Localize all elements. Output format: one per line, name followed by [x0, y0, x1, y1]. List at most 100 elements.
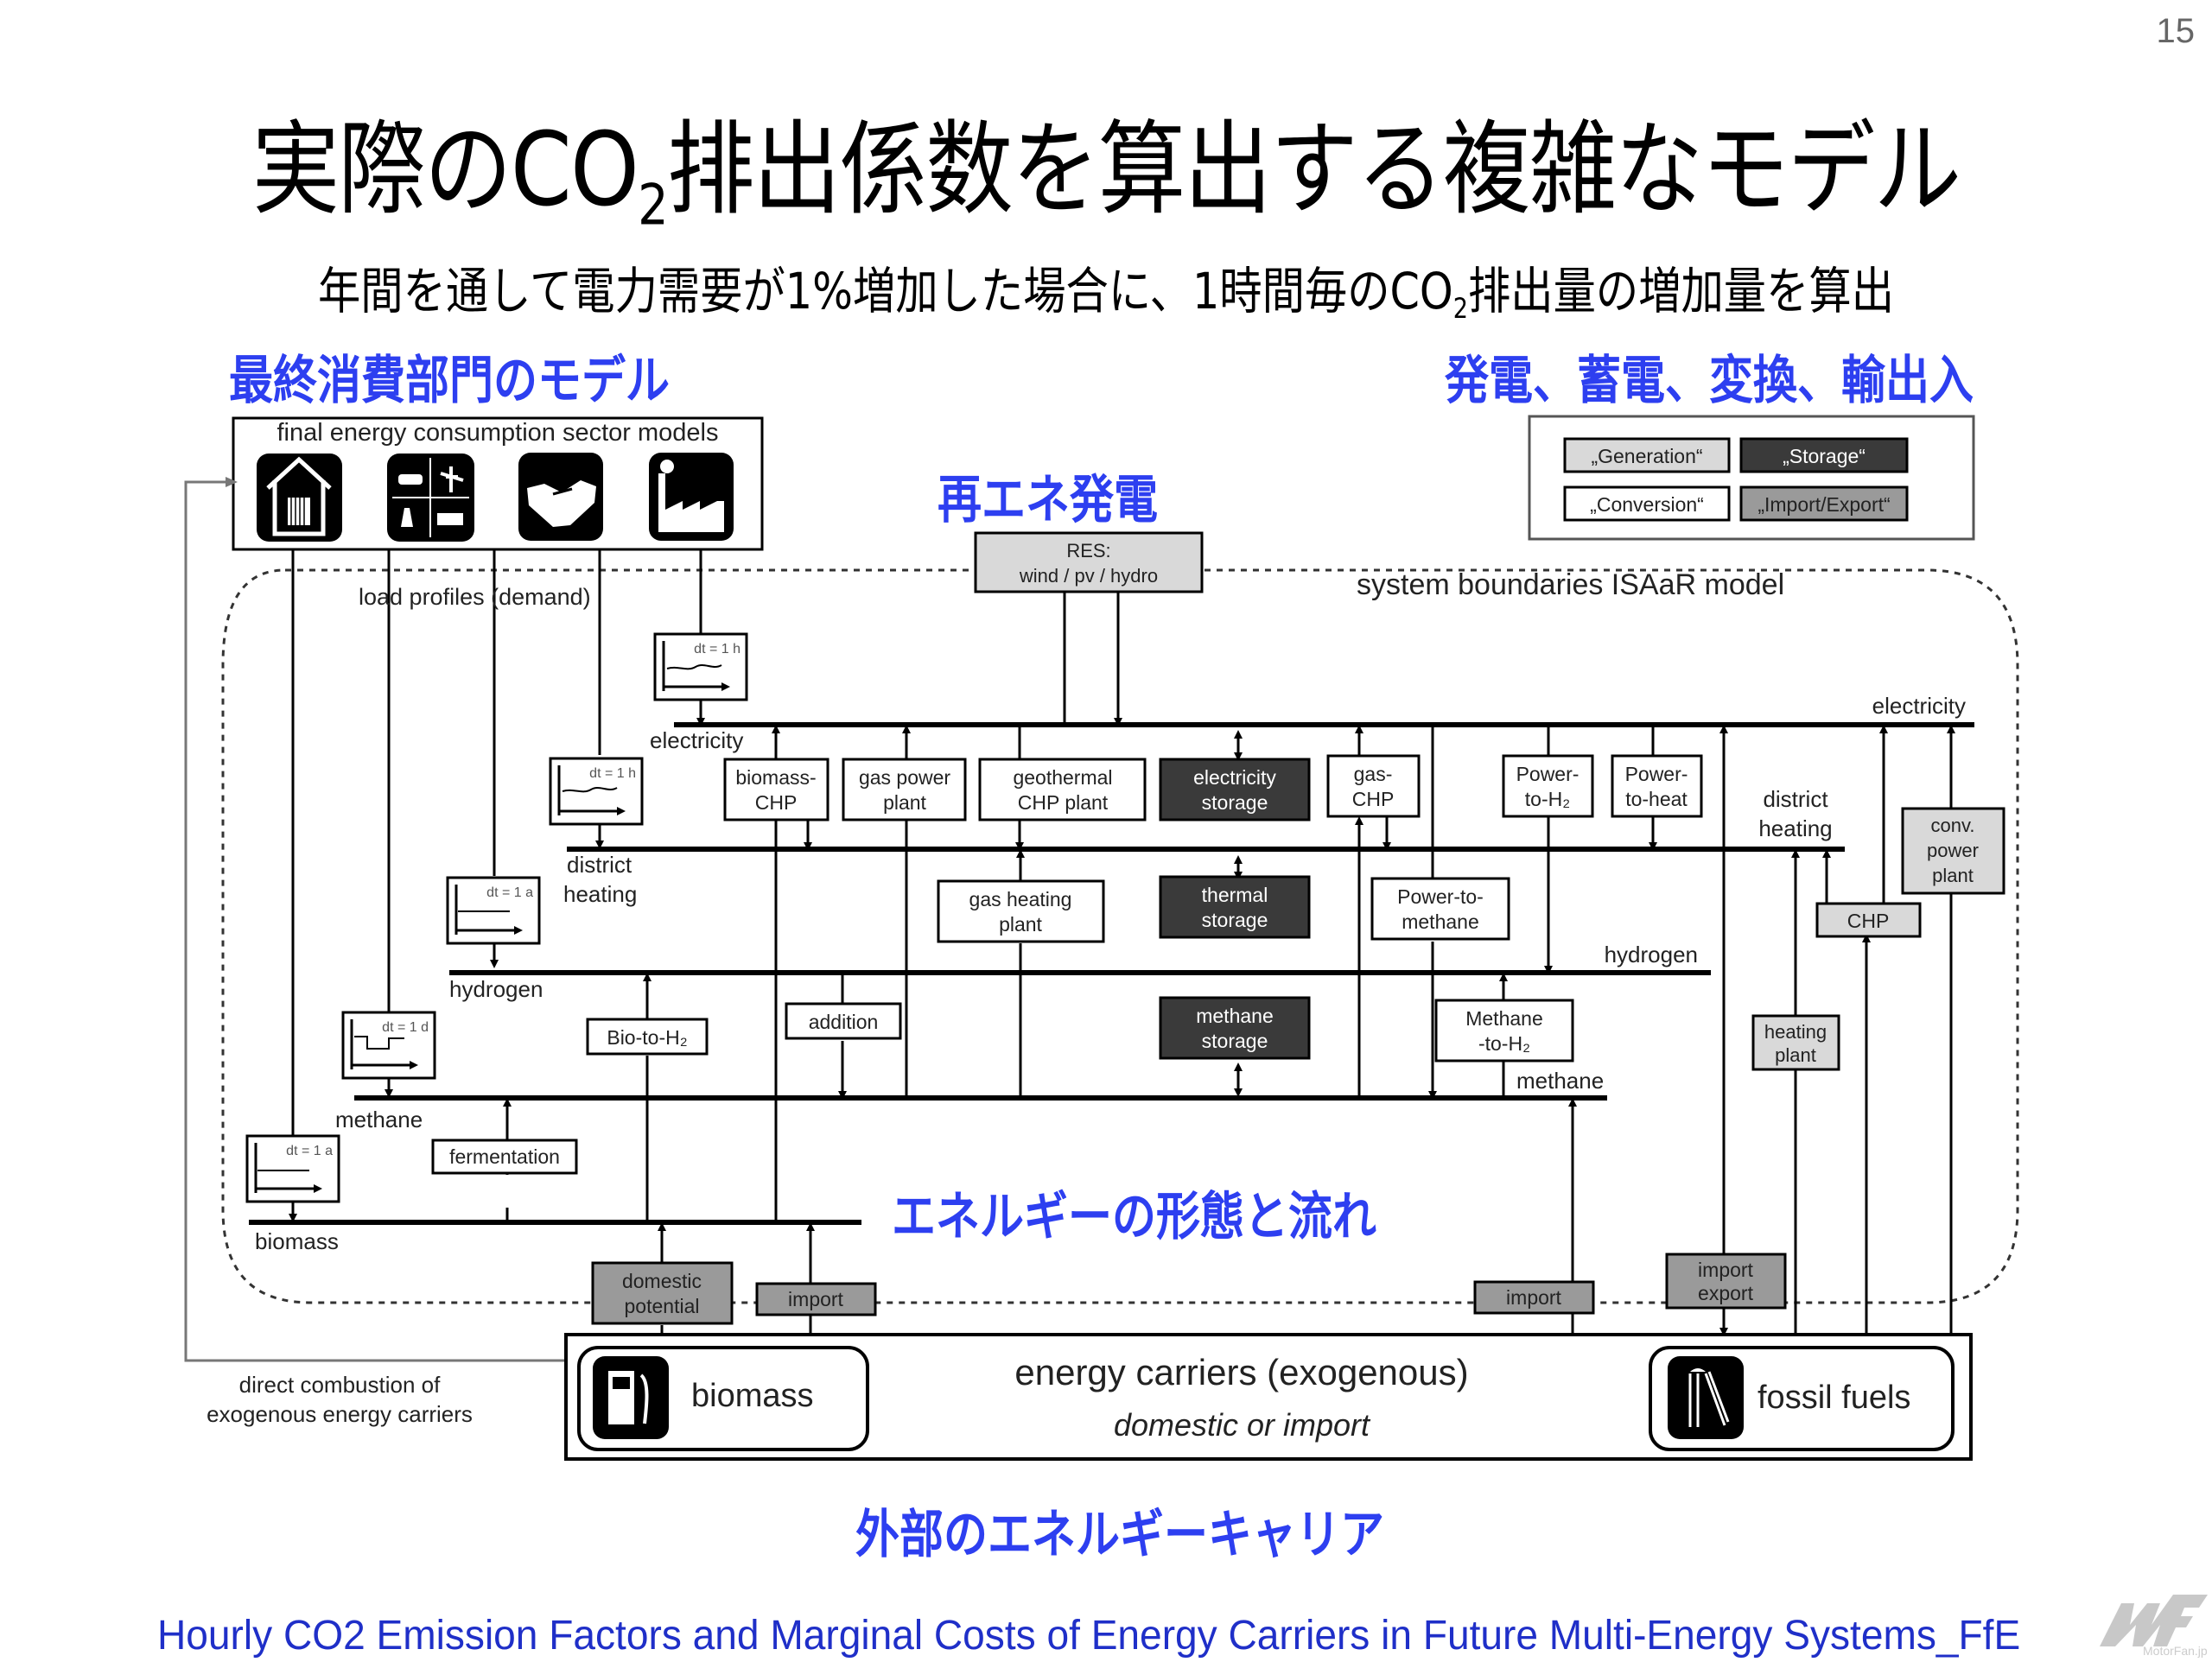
component-power-to-methane: Power-to- methane — [1370, 877, 1510, 941]
subtitle-part2: 排出量の増加量を算出 — [1467, 262, 1895, 320]
svg-text:addition: addition — [809, 1011, 879, 1033]
profile-electricity: dt = 1 h — [653, 632, 748, 726]
component-chp: CHP — [1815, 902, 1922, 938]
svg-text:geothermal: geothermal — [1013, 766, 1112, 789]
component-thermal-storage: thermal storage — [1159, 875, 1311, 939]
subtitle-subscript: 2 — [1452, 292, 1468, 326]
component-fermentation: fermentation — [431, 1139, 578, 1175]
bus-label-district-heating-right-2: heating — [1758, 815, 1832, 841]
svg-text:„Conversion“: „Conversion“ — [1590, 493, 1704, 516]
svg-text:gas heating: gas heating — [969, 888, 1072, 910]
svg-text:biomass: biomass — [691, 1378, 814, 1414]
svg-text:gas-: gas- — [1354, 763, 1393, 785]
svg-text:RES:: RES: — [1066, 540, 1110, 561]
component-addition: addition — [785, 1002, 902, 1040]
component-methane-to-h2: Methane -to-H₂ — [1434, 999, 1574, 1063]
system-boundary — [221, 568, 2019, 1304]
bus-label-electricity-right: electricity — [1872, 693, 1966, 719]
component-biomass-chp: biomass- CHP — [723, 758, 830, 821]
svg-text:plant: plant — [999, 913, 1042, 936]
svg-text:plant: plant — [1932, 865, 1974, 886]
component-power-to-heat: Power- to-heat — [1611, 754, 1703, 818]
svg-text:fermentation: fermentation — [449, 1145, 560, 1168]
annotation-energy-flow: エネルギーの形態と流れ — [892, 1187, 1376, 1247]
svg-text:electricity: electricity — [1193, 766, 1276, 789]
svg-text:import: import — [1506, 1286, 1562, 1309]
direct-combustion-label-1: direct combustion of — [239, 1372, 441, 1398]
component-geothermal-chp: geothermal CHP plant — [978, 758, 1147, 821]
fossil-carrier: fossil fuels — [1649, 1346, 1955, 1451]
svg-text:methane: methane — [1402, 910, 1479, 933]
component-bio-to-h2: Bio-to-H₂ — [586, 1018, 709, 1056]
svg-text:plant: plant — [1775, 1044, 1816, 1066]
svg-text:methane: methane — [1196, 1005, 1274, 1027]
slide-title: 実際のCO2排出係数を算出する複雑なモデル — [155, 86, 2057, 238]
sector-models-title: final energy consumption sector models — [277, 419, 719, 447]
svg-text:to-H₂: to-H₂ — [1525, 788, 1570, 810]
svg-text:„Storage“: „Storage“ — [1783, 445, 1866, 467]
legend-import-export — [1739, 485, 1909, 522]
component-gas-power-plant: gas power plant — [842, 758, 967, 821]
svg-text:gas power: gas power — [859, 766, 950, 789]
svg-text:„Import/Export“: „Import/Export“ — [1758, 493, 1890, 516]
component-methane-storage: methane storage — [1159, 996, 1311, 1060]
bus-label-district-heating-right-1: district — [1763, 786, 1828, 812]
component-domestic-potential: domestic potential — [591, 1261, 734, 1325]
svg-text:fossil fuels: fossil fuels — [1758, 1380, 1910, 1416]
component-heating-plant: heating plant — [1751, 1014, 1840, 1071]
profile-district-heating: dt = 1 h — [549, 757, 644, 849]
citation: Hourly CO2 Emission Factors and Marginal… — [157, 1613, 2021, 1659]
annotation-generation-storage: 発電、蓄電、変換、輸出入 — [1445, 351, 1974, 411]
biomass-carrier: biomass — [577, 1346, 869, 1451]
svg-text:dt = 1 a: dt = 1 a — [286, 1144, 333, 1158]
svg-text:-to-H₂: -to-H₂ — [1478, 1032, 1530, 1055]
bus-label-hydrogen: hydrogen — [449, 976, 543, 1002]
svg-text:domestic: domestic — [622, 1270, 702, 1292]
svg-text:domestic or import: domestic or import — [1114, 1407, 1371, 1443]
svg-text:Bio-to-H₂: Bio-to-H₂ — [607, 1026, 687, 1049]
svg-text:biomass-: biomass- — [735, 766, 816, 789]
profile-biomass: dt = 1 a — [245, 1134, 340, 1222]
load-profiles-label: load profiles (demand) — [359, 584, 591, 610]
annotation-final-consumption: 最終消費部門のモデル — [229, 351, 670, 411]
factory-icon — [649, 453, 734, 541]
demand-lines — [291, 549, 702, 1142]
title-part2: 排出係数を算出する複雑なモデル — [666, 110, 1961, 229]
svg-text:Power-: Power- — [1625, 763, 1688, 785]
profile-methane: dt = 1 d — [341, 1011, 436, 1098]
bus-label-methane: methane — [335, 1107, 423, 1132]
profile-hydrogen: dt = 1 a — [446, 876, 541, 968]
svg-text:storage: storage — [1202, 1030, 1268, 1052]
watermark-text: MotorFan.jp — [2143, 1644, 2208, 1658]
watermark-logo: MotorFan.jp — [2091, 1586, 2212, 1662]
bus-label-hydrogen-right: hydrogen — [1605, 942, 1698, 967]
svg-text:dt = 1 h: dt = 1 h — [589, 766, 636, 781]
slide-subtitle: 年間を通して電力需要が1%増加した場合に、1時間毎のCO2排出量の増加量を算出 — [166, 251, 2046, 325]
title-part1: 実際のCO — [251, 110, 639, 229]
legend-storage — [1739, 437, 1909, 473]
component-import-export: import export — [1665, 1253, 1787, 1310]
bus-label-electricity: electricity — [650, 727, 743, 753]
svg-text:heating: heating — [1764, 1021, 1827, 1043]
bus-label-district-heating-1: district — [567, 852, 632, 878]
res-box: RES: wind / pv / hydro — [974, 531, 1204, 593]
component-gas-chp: gas- CHP — [1326, 754, 1421, 818]
svg-text:energy carriers (exogenous): energy carriers (exogenous) — [1014, 1352, 1468, 1392]
exogenous-carriers-box: energy carriers (exogenous) domestic or … — [564, 1333, 1973, 1461]
svg-text:storage: storage — [1202, 791, 1268, 814]
handshake-icon — [518, 453, 603, 541]
svg-text:power: power — [1927, 840, 1979, 861]
svg-text:to-heat: to-heat — [1625, 788, 1688, 810]
direct-combustion-line — [184, 477, 566, 1362]
svg-text:wind / pv / hydro: wind / pv / hydro — [1019, 565, 1158, 587]
svg-text:potential: potential — [625, 1295, 700, 1317]
svg-text:Methane: Methane — [1465, 1007, 1543, 1030]
component-import-left: import — [755, 1282, 877, 1316]
motorfan-logo-icon: MotorFan.jp — [2100, 1595, 2208, 1658]
bus-label-biomass: biomass — [255, 1228, 339, 1254]
svg-text:thermal: thermal — [1202, 884, 1268, 906]
transport-icon — [387, 454, 474, 542]
legend-generation — [1563, 437, 1731, 473]
oil-derrick-icon — [1668, 1356, 1744, 1439]
svg-text:conv.: conv. — [1931, 815, 1975, 836]
